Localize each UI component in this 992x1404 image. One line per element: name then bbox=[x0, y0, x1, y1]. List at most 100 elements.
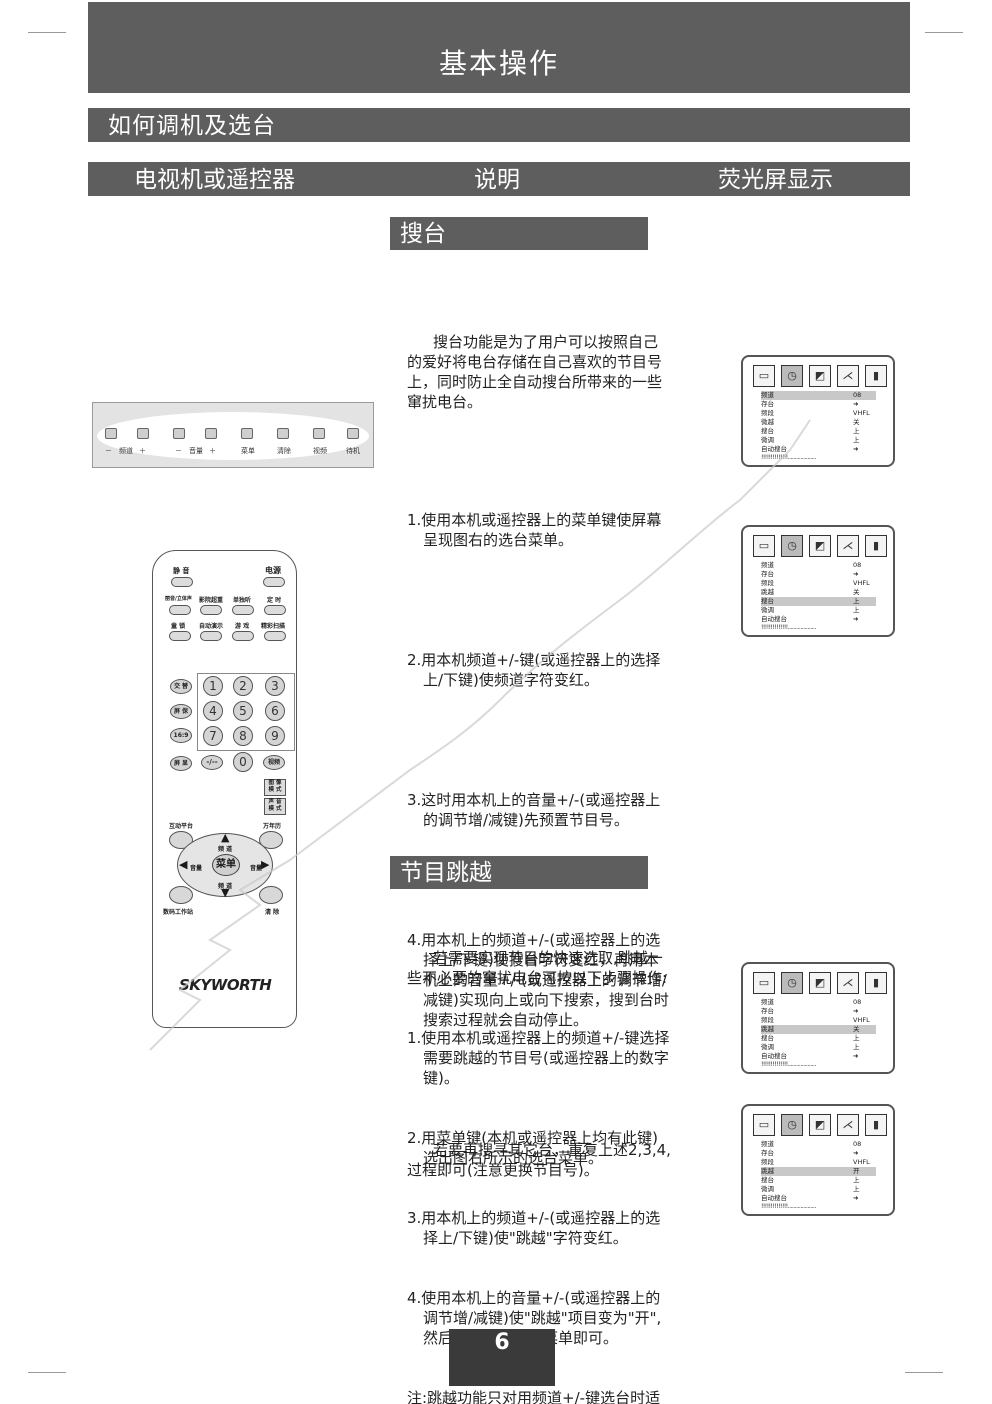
stereo-button[interactable] bbox=[169, 605, 191, 615]
osd-row-search: 搜台上 bbox=[761, 1034, 860, 1042]
left-label: 音量 bbox=[190, 865, 203, 872]
up-arrow-icon[interactable]: ▲ bbox=[221, 831, 230, 844]
auto-demo-button[interactable] bbox=[200, 631, 222, 641]
screensaver-button[interactable]: 屏 保 bbox=[170, 704, 192, 719]
digit-9-button[interactable]: 9 bbox=[265, 726, 285, 746]
digit-1-button[interactable]: 1 bbox=[203, 676, 223, 696]
down-arrow-icon[interactable]: ▼ bbox=[221, 886, 230, 899]
panel-video-button[interactable] bbox=[313, 428, 325, 439]
panel-clear-button[interactable] bbox=[277, 428, 289, 439]
tv-icon: ▭ bbox=[753, 972, 775, 994]
remote-label: 电源 bbox=[265, 566, 281, 575]
calendar-button[interactable] bbox=[259, 831, 283, 849]
timer-button[interactable] bbox=[264, 605, 286, 615]
section-heading-skip: 节目跳越 bbox=[390, 856, 653, 894]
panel-menu-button[interactable] bbox=[241, 428, 253, 439]
aspect-ratio-button[interactable]: 16:9 bbox=[170, 728, 192, 743]
digit-5-button[interactable]: 5 bbox=[233, 701, 253, 721]
section-heading-search: 搜台 bbox=[390, 217, 653, 255]
osd-row-search: 搜台上 bbox=[761, 1176, 860, 1184]
digit-2-button[interactable]: 2 bbox=[233, 676, 253, 696]
panel-label: 视频 bbox=[313, 447, 327, 455]
clock-icon: ◷ bbox=[781, 365, 803, 387]
osd-row-search: 搜台上 bbox=[761, 427, 860, 435]
osd-row-auto-search: 自动搜台➜ bbox=[761, 445, 859, 453]
page-title: 基本操作 bbox=[88, 2, 910, 93]
panel-channel-up-button[interactable] bbox=[137, 428, 149, 439]
mute-button[interactable] bbox=[171, 577, 193, 587]
digit-mode-button[interactable]: -/-- bbox=[201, 755, 223, 770]
panel-standby-button[interactable] bbox=[347, 428, 359, 439]
picture-icon: ◩ bbox=[809, 972, 831, 994]
panel-channel-down-button[interactable] bbox=[105, 428, 117, 439]
child-lock-button[interactable] bbox=[169, 631, 191, 641]
panel-label: 待机 bbox=[346, 447, 360, 455]
osd-icon-bar: ▭ ◷ ◩ ⋌ ▮ bbox=[753, 535, 887, 557]
workstation-button[interactable] bbox=[169, 886, 193, 904]
sound-mode-button[interactable]: 声 音 模 式 bbox=[264, 798, 286, 815]
right-arrow-icon[interactable]: ▶ bbox=[261, 858, 270, 871]
remote-label: 互动平台 bbox=[169, 823, 194, 830]
sound-bars-icon: ▮ bbox=[865, 1114, 887, 1136]
tv-front-panel: － 频道 ＋ － 音量 ＋ 菜单 清除 视频 待机 bbox=[92, 402, 374, 468]
digit-3-button[interactable]: 3 bbox=[265, 676, 285, 696]
search-intro: 搜台功能是为了用户可以按照自己的爱好将电台存储在自己喜欢的节目号上，同时防止全自… bbox=[407, 333, 663, 411]
cinema-button[interactable] bbox=[200, 605, 222, 615]
digit-8-button[interactable]: 8 bbox=[233, 726, 253, 746]
clear-button[interactable] bbox=[259, 886, 283, 904]
video-button[interactable]: 视频 bbox=[263, 755, 285, 770]
osd-row-store: 存台➜ bbox=[761, 1007, 859, 1015]
remote-label: 自动演示 bbox=[199, 623, 224, 630]
osd-row-auto-search: 自动搜台➜ bbox=[761, 615, 859, 623]
search-step-4: 4.用本机上的频道+/-(或遥控器上的选择上/下键)使搜台字符变红，再用本机上的… bbox=[407, 931, 669, 1029]
page-number: 6 bbox=[449, 1329, 555, 1386]
solo-listen-button[interactable] bbox=[232, 605, 254, 615]
digit-0-button[interactable]: 0 bbox=[233, 752, 253, 772]
remote-label: 影院超重 bbox=[199, 597, 224, 604]
antenna-icon: ⋌ bbox=[837, 1114, 859, 1136]
swap-button[interactable]: 交 替 bbox=[170, 679, 192, 694]
osd-icon-bar: ▭ ◷ ◩ ⋌ ▮ bbox=[753, 365, 887, 387]
skip-note: 注:跳越功能只对用频道+/-键选台时适用,但仍可通过遥控器上的数字键来选择该频道… bbox=[407, 1389, 661, 1404]
remote-label: 丽音/立体声 bbox=[165, 596, 192, 602]
clock-icon: ◷ bbox=[781, 1114, 803, 1136]
scan-button[interactable] bbox=[264, 631, 286, 641]
remote-label: 万年历 bbox=[263, 823, 282, 830]
left-arrow-icon[interactable]: ◀ bbox=[179, 858, 188, 871]
panel-volume-up-button[interactable] bbox=[205, 428, 217, 439]
remote-label: 定 时 bbox=[267, 597, 282, 604]
skip-step-1: 1.使用本机或遥控器上的频道+/-键选择需要跳越的节目号(或遥控器上的数字键)。 bbox=[407, 1029, 670, 1087]
power-button[interactable] bbox=[263, 577, 285, 587]
digit-7-button[interactable]: 7 bbox=[203, 726, 223, 746]
remote-label: 童 锁 bbox=[171, 623, 186, 630]
brand-logo: SKYWORTH bbox=[179, 976, 272, 994]
remote-control: 静 音 电源 丽音/立体声 影院超重 单独听 定 时 童 锁 自动演示 游 戏 … bbox=[152, 550, 297, 1028]
digit-6-button[interactable]: 6 bbox=[265, 701, 285, 721]
search-step-2: 2.用本机频道+/-键(或遥控器上的选择上/下键)使频道字符变红。 bbox=[407, 651, 661, 689]
osd-row-auto-search: 自动搜台➜ bbox=[761, 1052, 859, 1060]
section-title: 如何调机及选台 bbox=[88, 108, 910, 142]
osd-row-fine-tune: 微调上 bbox=[761, 1043, 860, 1051]
crop-mark bbox=[28, 1372, 66, 1373]
column-header-screen: 荧光屏显示 bbox=[718, 167, 833, 193]
display-button[interactable]: 屏 显 bbox=[170, 756, 192, 771]
picture-mode-button[interactable]: 图 像 模 式 bbox=[264, 779, 286, 796]
osd-row-store: 存台➜ bbox=[761, 1149, 859, 1157]
tv-icon: ▭ bbox=[753, 1114, 775, 1136]
panel-volume-down-button[interactable] bbox=[173, 428, 185, 439]
menu-button[interactable]: 菜单 bbox=[212, 854, 240, 876]
digit-4-button[interactable]: 4 bbox=[203, 701, 223, 721]
osd-progress-bar: !!!!!!!!!!!!!!.................... bbox=[761, 624, 816, 631]
game-button[interactable] bbox=[232, 631, 254, 641]
osd-row-fine-tune: 微调上 bbox=[761, 1185, 860, 1193]
osd-progress-bar: !!!!!!!!!!!!!!.................... bbox=[761, 1203, 816, 1210]
sound-bars-icon: ▮ bbox=[865, 535, 887, 557]
